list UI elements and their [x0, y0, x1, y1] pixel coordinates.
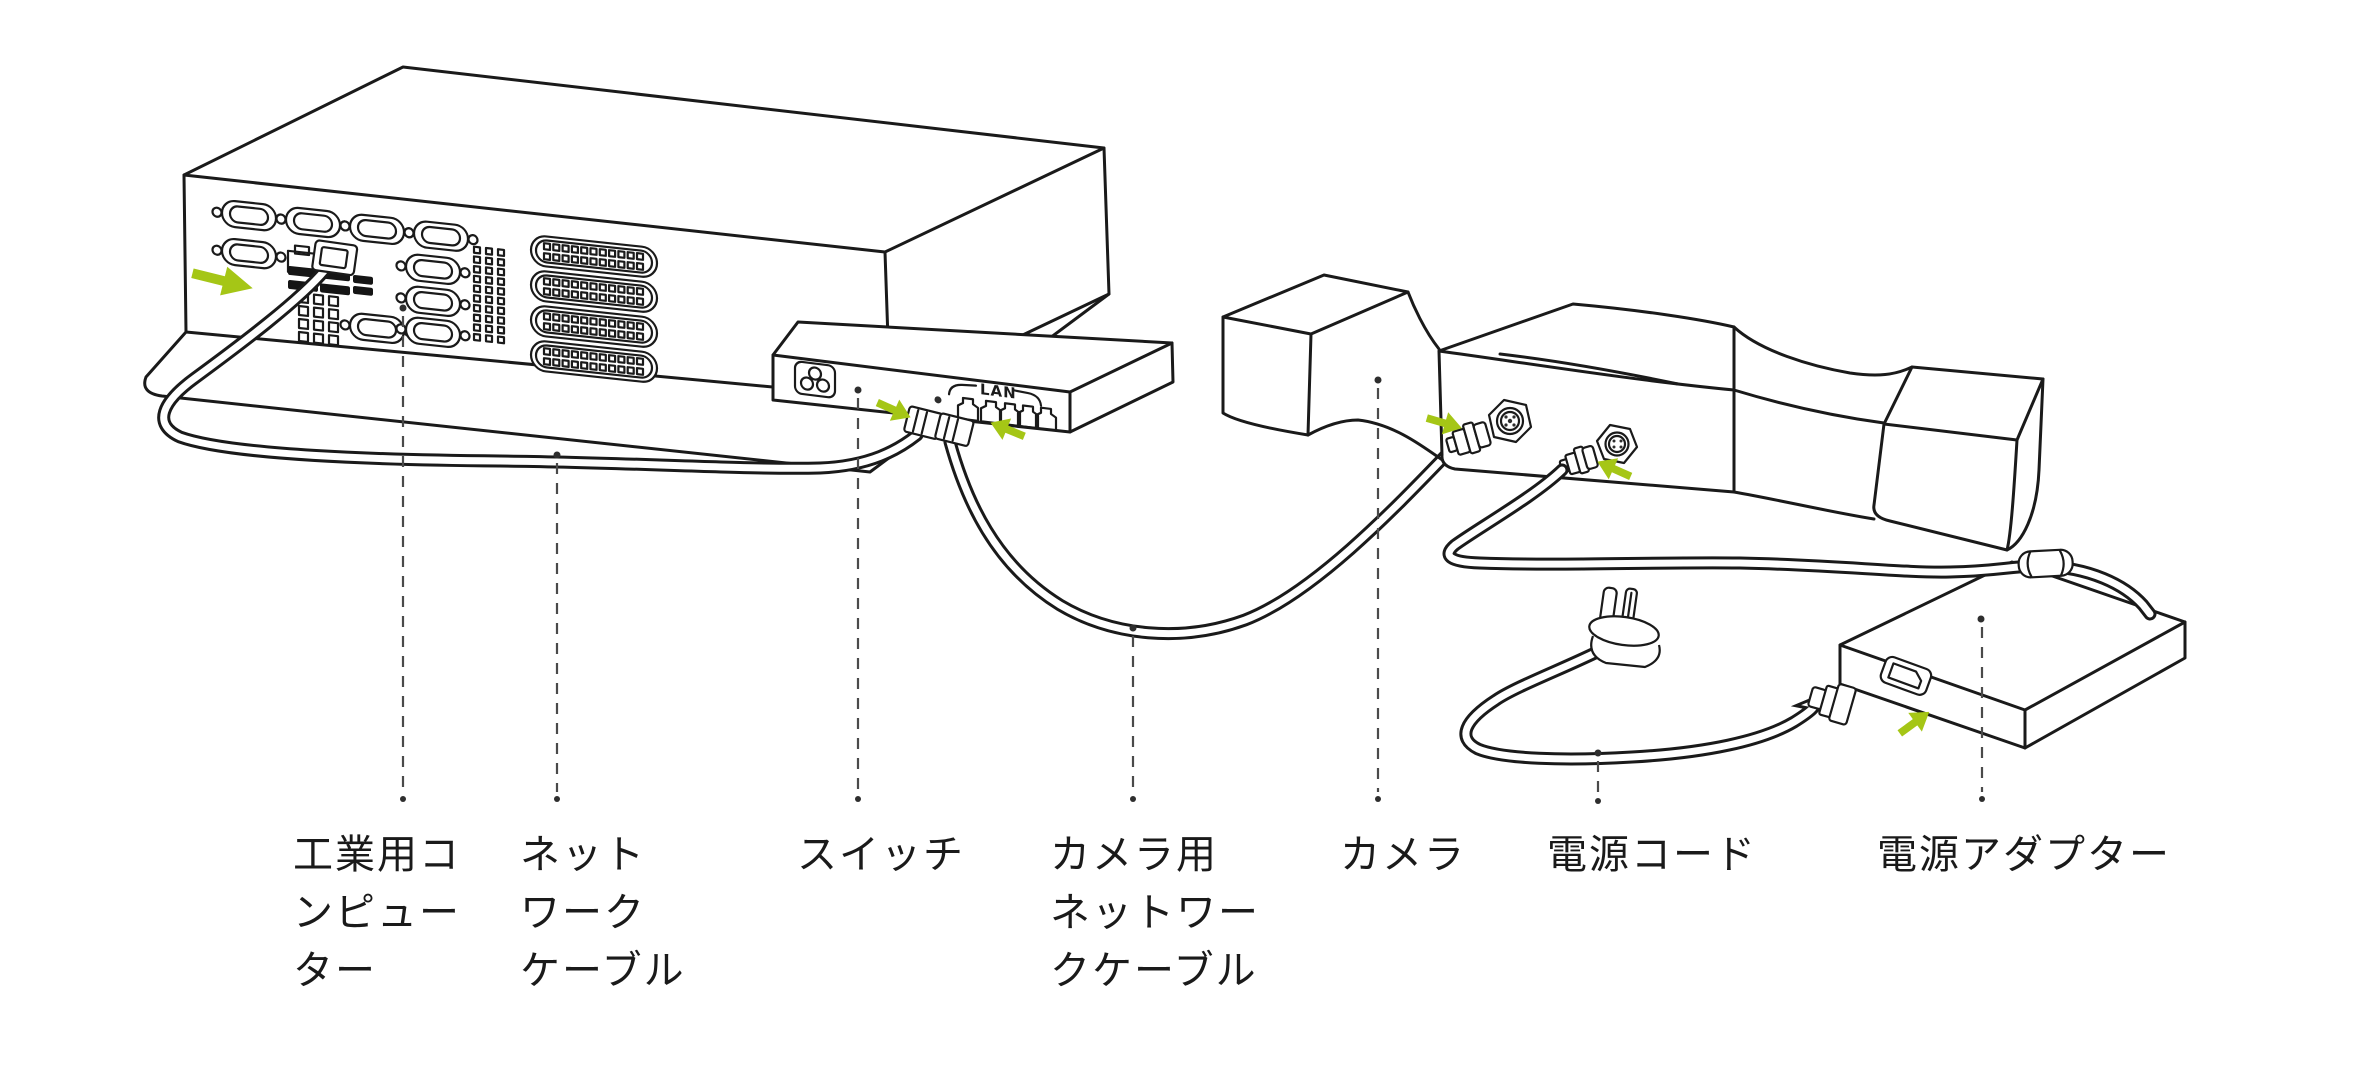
- camera-network-connector: [1487, 398, 1533, 444]
- label-network-cable: ネット ワーク ケーブル: [520, 832, 686, 994]
- label-power-cord: 電源コード: [1547, 832, 1757, 878]
- svg-text:工業用コ: 工業用コ: [293, 832, 461, 878]
- label-camera-network-cable: カメラ用 ネットワー クケーブル: [1050, 832, 1260, 994]
- svg-text:電源コード: 電源コード: [1547, 832, 1757, 878]
- leader-network-cable: [553, 451, 561, 802]
- svg-text:カメラ: カメラ: [1340, 832, 1466, 878]
- ac-plug: [1588, 586, 1661, 669]
- dashed-leaders: [399, 304, 1985, 804]
- camera-rear-block: [1221, 273, 1410, 437]
- svg-text:ンピュー: ンピュー: [293, 890, 461, 936]
- cord-connector-into-adapter: [1807, 683, 1857, 726]
- camera-neck: [1306, 290, 1450, 466]
- camera-power-plug: [1558, 445, 1599, 476]
- svg-text:電源アダプター: 電源アダプター: [1877, 832, 2171, 878]
- switch-cable-plug-2: [934, 412, 975, 447]
- label-camera: カメラ: [1340, 832, 1466, 878]
- svg-text:ネットワー: ネットワー: [1050, 890, 1260, 936]
- leader-power-adapter: [1977, 615, 1985, 802]
- network-switch: LAN: [771, 320, 1175, 434]
- cable-ferrite-icon: [2017, 548, 2074, 579]
- leader-industrial-computer: [399, 304, 407, 802]
- lan-ports-label: LAN: [980, 380, 1017, 403]
- network-cable: [157, 263, 924, 475]
- camera-network-cable: [943, 435, 1458, 641]
- lan-bracket-icon: [947, 383, 1043, 407]
- svg-text:スイッチ: スイッチ: [797, 832, 965, 878]
- svg-text:ネット: ネット: [520, 832, 646, 878]
- plug-disc: [1588, 615, 1660, 647]
- camera-right-block-edges: [1882, 377, 2045, 552]
- adapter-dc-socket: [1879, 655, 1933, 696]
- svg-text:ケーブル: ケーブル: [520, 948, 686, 994]
- leader-power-cord: [1594, 749, 1602, 804]
- svg-text:ワーク: ワーク: [520, 890, 646, 936]
- switch-chassis: [771, 320, 1175, 434]
- label-power-adapter: 電源アダプター: [1877, 832, 2171, 878]
- label-switch: スイッチ: [797, 832, 965, 878]
- label-industrial-computer: 工業用コ ンピュー ター: [293, 832, 461, 994]
- leader-camera-network-cable: [1129, 624, 1137, 802]
- switch-chassis-edges: [771, 341, 1174, 434]
- camera-body-edges: [1437, 349, 1736, 392]
- camera-right-block: [1872, 365, 2045, 552]
- svg-text:カメラ用: カメラ用: [1050, 832, 1218, 878]
- adapter-case-edges: [1838, 620, 2187, 750]
- switch-front-panel: LAN: [793, 360, 1058, 432]
- power-inlet-cloverleaf-icon: [799, 366, 831, 393]
- leader-camera: [1374, 376, 1382, 802]
- camera-power-connector: [1595, 423, 1639, 465]
- svg-text:ター: ター: [293, 948, 377, 994]
- camera-right-neck: [1732, 325, 1914, 521]
- computer-cable-plug: [311, 239, 359, 277]
- svg-text:クケーブル: クケーブル: [1050, 948, 1258, 994]
- camera: [1221, 273, 2045, 552]
- camera-network-plug: [1445, 421, 1492, 456]
- camera-body: [1437, 302, 1736, 494]
- power-inlet-icon: [793, 360, 837, 399]
- leader-switch: [854, 386, 862, 802]
- led-dot-icon: [934, 396, 942, 404]
- power-cord: [1459, 645, 1832, 766]
- labels: 工業用コ ンピュー ター ネット ワーク ケーブル スイッチ カメラ用 ネットワ…: [293, 832, 2171, 994]
